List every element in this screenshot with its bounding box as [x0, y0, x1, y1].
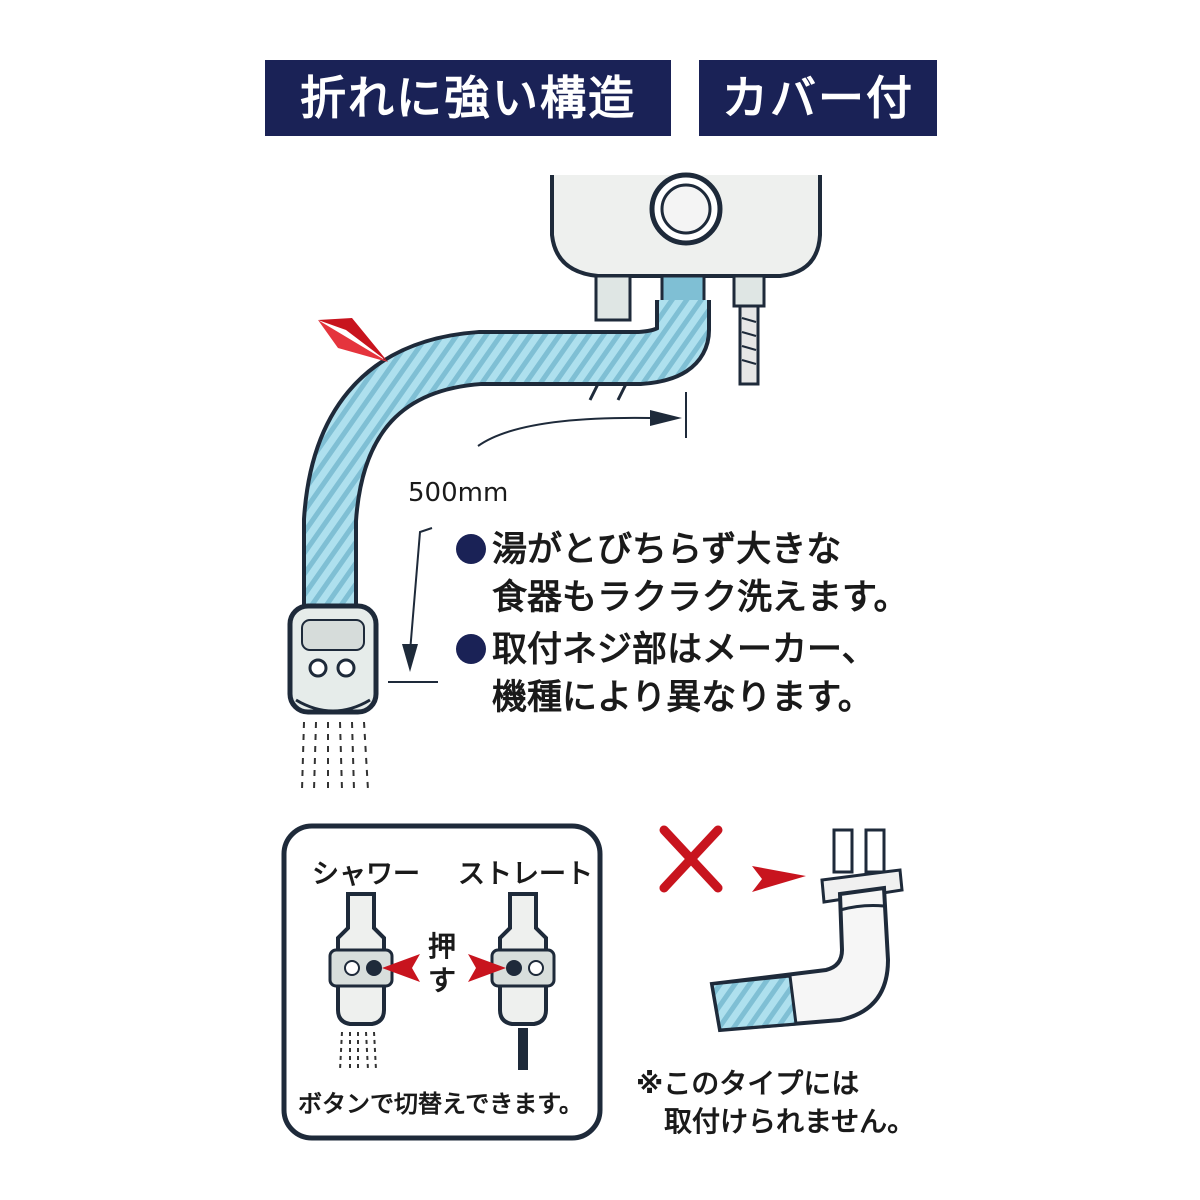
- flexible-hose: [302, 300, 711, 610]
- bullet-dot-icon: [456, 634, 486, 664]
- water-heater: [550, 172, 822, 401]
- length-label: 500mm: [408, 478, 509, 508]
- incompatible-note-line-1: ※このタイプには: [636, 1067, 860, 1100]
- warning-arrow-icon: [752, 866, 806, 892]
- length-dimension: [388, 392, 687, 683]
- bullet-2-line-1: 取付ネジ部はメーカー、: [456, 626, 877, 674]
- straight-label: ストレート: [458, 859, 593, 890]
- bullet-2-line-2: 機種により異なります。: [492, 678, 873, 718]
- incompatible-note-line-2: 取付けられません。: [664, 1105, 916, 1138]
- push-arrow-left-icon: [382, 954, 420, 982]
- not-allowed-x-icon: [659, 825, 723, 893]
- incompatible-fitting: [709, 828, 904, 1033]
- shower-nozzle-icon: [328, 892, 394, 1071]
- straight-nozzle-icon: [490, 892, 556, 1070]
- push-label: 押す: [427, 930, 456, 997]
- badge-strong-structure: 折れに強い構造: [265, 60, 671, 136]
- water-spray: [301, 721, 369, 791]
- shower-label: シャワー: [312, 859, 420, 890]
- nozzle-head: [287, 603, 379, 715]
- bullet-dot-icon: [456, 534, 486, 564]
- switch-caption: ボタンで切替えできます。: [298, 1090, 583, 1118]
- badge-with-cover: カバー付: [699, 60, 937, 136]
- pointer-arrow-icon: [318, 318, 388, 362]
- bullet-1-line-1: 湯がとびちらず大きな: [456, 526, 841, 574]
- bullet-1-line-2: 食器もラクラク洗えます。: [492, 578, 909, 618]
- push-arrow-right-icon: [468, 954, 506, 982]
